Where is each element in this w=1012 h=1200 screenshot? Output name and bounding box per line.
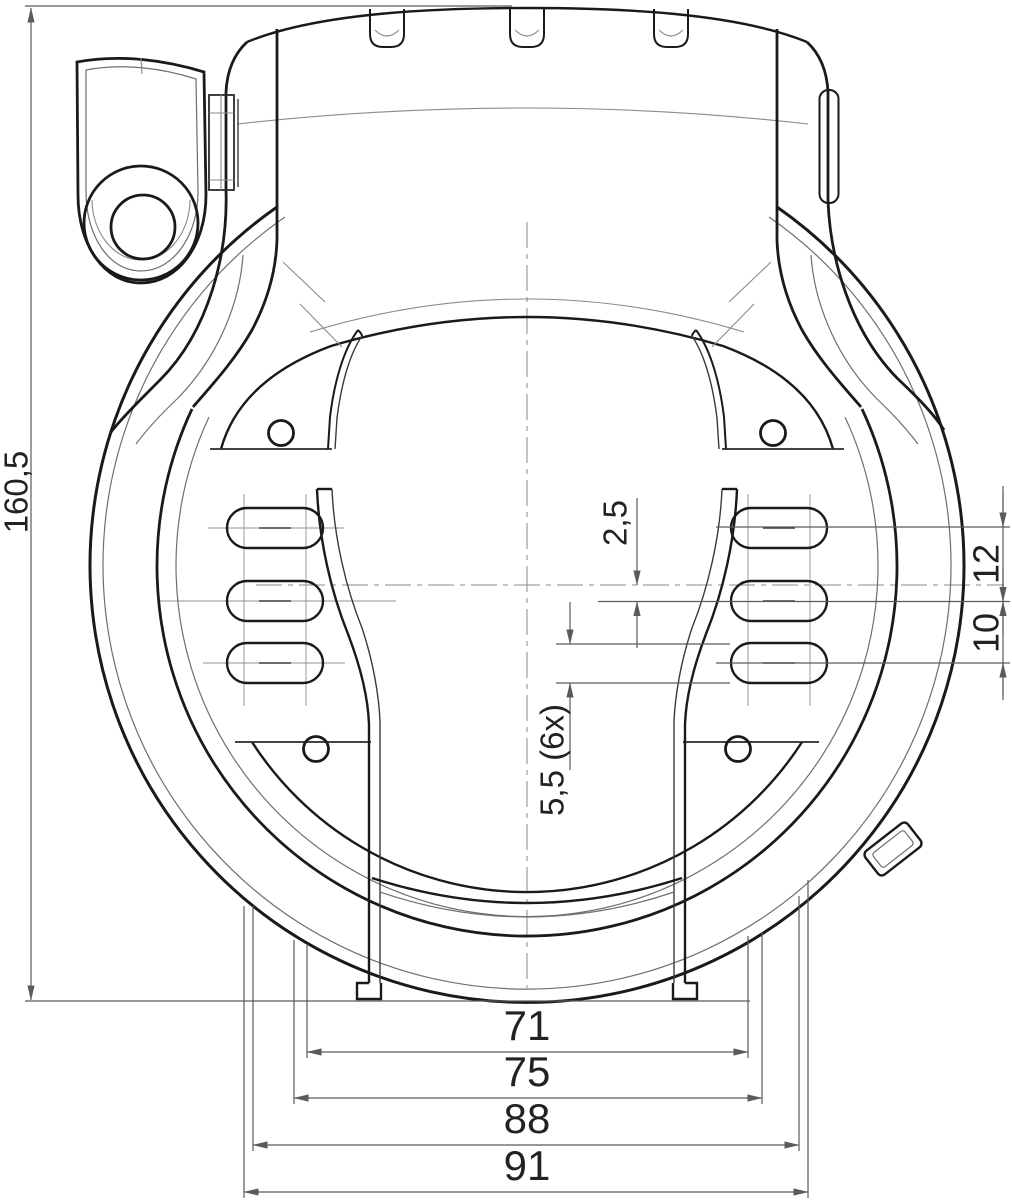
outer-body-arc [88, 205, 966, 1004]
top-tab [369, 9, 405, 48]
dim-label-w75: 75 [504, 1048, 551, 1095]
cable-lug [863, 821, 923, 877]
bottom-chamber-arc [371, 876, 683, 905]
right-shoulder-silhouette [806, 40, 946, 431]
dimension-lines-group: 160,5 12 10 2,5 5,5 (6x) [0, 5, 1010, 1198]
mounting-slot [729, 506, 829, 550]
left-shoulder-inner-line [135, 254, 244, 445]
bolt-hole [302, 735, 330, 763]
dim-label-pitch-lower: 10 [966, 613, 1007, 653]
keyhole-circle [109, 193, 177, 261]
housing-left-edge [191, 29, 279, 408]
top-tab [509, 9, 545, 48]
chamber-liner-arc [309, 298, 745, 333]
gate-horn-right [691, 329, 727, 450]
dim-label-offset: 2,5 [597, 500, 634, 546]
housing-detail-line [711, 303, 755, 348]
cylinder-housing [75, 56, 208, 285]
housing-right-edge [775, 29, 863, 408]
inner-chamber-top-arc [219, 315, 835, 450]
dim-label-w91: 91 [504, 1142, 551, 1189]
dim-label-slot: 5,5 (6x) [534, 704, 571, 816]
bolt-hole [759, 419, 787, 447]
housing-detail-line [728, 261, 772, 303]
bolt-hole [724, 735, 752, 763]
hinge [208, 94, 239, 191]
housing-top-edge [246, 6, 808, 44]
outer-body-inner-line [102, 216, 952, 990]
housing-inner-step [236, 107, 809, 125]
cylinder-liner [85, 66, 199, 272]
bolt-hole [267, 419, 295, 447]
ring-channel-arc [155, 408, 899, 938]
key-cylinder-group [75, 56, 239, 285]
gate-blade-left [315, 487, 383, 1001]
dim-label-w88: 88 [504, 1095, 551, 1142]
inner-chamber-bottom-arc [250, 741, 804, 894]
gate-horn-left [327, 329, 363, 450]
mounting-slot [225, 579, 325, 623]
housing-detail-line [282, 261, 326, 303]
cylinder-face-circle [82, 164, 200, 282]
top-tab [653, 9, 689, 48]
dim-label-height: 160,5 [0, 451, 35, 534]
bottom-chamber-inner-arc [379, 891, 675, 918]
right-shoulder-inner-line [810, 254, 919, 445]
mounting-slot [225, 506, 325, 550]
housing-detail-line [299, 303, 343, 348]
side-button [818, 89, 840, 204]
gate-blade-right [671, 487, 739, 1001]
lock-body-group [88, 6, 966, 1004]
dim-label-w71: 71 [504, 1002, 551, 1049]
dim-label-pitch-upper: 12 [966, 544, 1007, 584]
cylinder-parting-line [140, 57, 143, 75]
mounting-slot [225, 641, 325, 685]
left-shoulder-silhouette [109, 40, 248, 433]
